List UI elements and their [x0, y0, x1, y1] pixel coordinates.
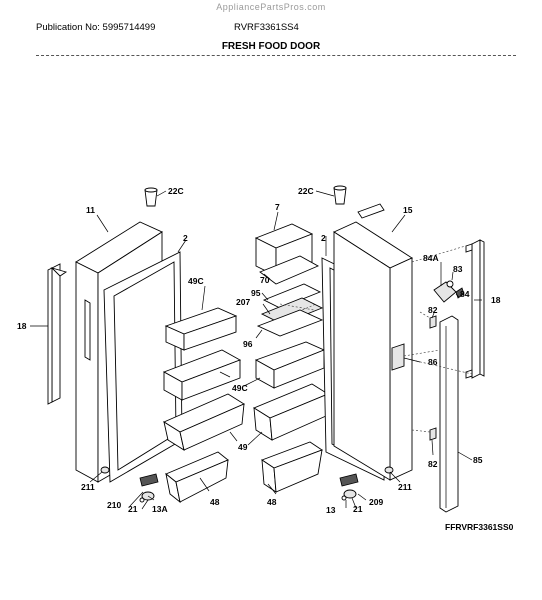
right-hinge-cap: [333, 185, 385, 219]
callout-209: 209: [369, 497, 383, 507]
callout-49: 49: [238, 442, 248, 452]
callout-48-left: 48: [210, 497, 220, 507]
callout-22c-left: 22C: [168, 186, 184, 196]
callout-2-left: 2: [183, 233, 188, 243]
callout-15: 15: [403, 205, 413, 215]
diagram-code: FFRVRF3361SS0: [445, 522, 514, 532]
callout-2-right: 2: [321, 233, 326, 243]
callout-211-right: 211: [398, 482, 412, 492]
right-door-outer: [333, 221, 413, 481]
left-hinge-cap: [144, 187, 158, 207]
left-door-handle: [47, 263, 68, 405]
left-door-bin-large: [163, 393, 245, 451]
model-number: RVRF3361SS4: [234, 22, 299, 33]
callout-49c-middle: 49C: [232, 383, 248, 393]
right-door-bottom-bin: [261, 441, 323, 493]
leader-lines: [30, 190, 482, 510]
right-lower-hinge-parts: [339, 466, 394, 501]
callout-86: 86: [428, 357, 438, 367]
callout-13: 13: [326, 505, 336, 515]
callout-210: 210: [107, 500, 121, 510]
callout-11: 11: [86, 205, 95, 215]
right-door-hinge-hardware: [391, 280, 465, 441]
callout-82-top: 82: [428, 305, 438, 315]
callout-13a: 13A: [152, 504, 168, 514]
callout-82-bottom: 82: [428, 459, 438, 469]
watermark: AppliancePartsPros.com: [216, 2, 326, 12]
left-door-bin-middle: [162, 349, 242, 401]
left-door-bin-top: [164, 307, 238, 351]
right-door-bin-large: [253, 383, 329, 441]
callout-207: 207: [236, 297, 250, 307]
callout-84: 84: [460, 289, 470, 299]
diagram-title: FRESH FOOD DOOR: [221, 41, 321, 52]
callout-83: 83: [453, 264, 463, 274]
right-door-trim: [439, 315, 459, 513]
dairy-shelf-assembly: [256, 283, 324, 337]
dairy-compartment: [254, 223, 320, 285]
callout-7: 7: [275, 202, 280, 212]
callout-70: 70: [260, 275, 270, 285]
left-door-gasket: [103, 251, 183, 483]
callout-21-left: 21: [128, 504, 138, 514]
callout-95: 95: [251, 288, 261, 298]
callout-18-left: 18: [17, 321, 27, 331]
callout-211-left: 211: [81, 482, 95, 492]
callout-49c-top: 49C: [188, 276, 204, 286]
callout-48-right: 48: [267, 497, 277, 507]
header-divider: [36, 55, 516, 56]
callout-85: 85: [473, 455, 483, 465]
callout-21-right: 21: [353, 504, 363, 514]
right-door-bin-middle: [254, 341, 326, 389]
right-door-handle: [465, 239, 485, 379]
publication-number: Publication No: 5995714499: [36, 22, 156, 33]
callout-84a: 84A: [423, 253, 439, 263]
callout-96: 96: [243, 339, 253, 349]
callout-22c-right: 22C: [298, 186, 314, 196]
left-door-bottom-bin: [165, 451, 229, 504]
callout-18-right: 18: [491, 295, 501, 305]
